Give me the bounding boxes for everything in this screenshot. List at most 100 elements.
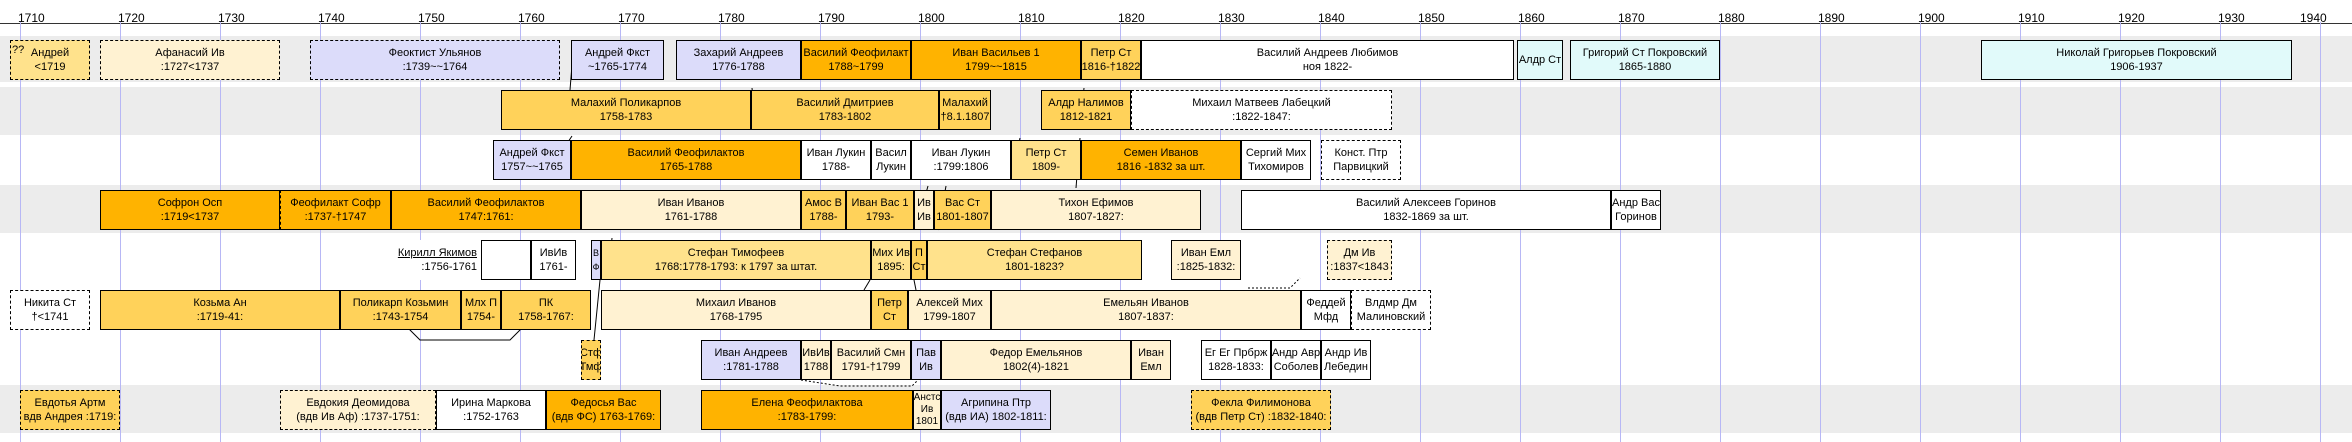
- person-dates: :1783-1799:: [777, 411, 837, 423]
- person-dates: ~1765-1774: [587, 61, 648, 73]
- person-box[interactable]: Иван Емл:1825-1832:: [1171, 240, 1241, 280]
- year-label: 1920: [2118, 11, 2145, 25]
- year-label: 1790: [818, 11, 845, 25]
- person-box[interactable]: Ирина Маркова:1752-1763: [436, 390, 546, 430]
- person-box[interactable]: Федосья Вас(вдв ФС) 1763-1769:: [546, 390, 661, 430]
- person-name: Емельян Иванов: [1103, 297, 1189, 309]
- person-box[interactable]: Елена Феофилактова :1783-1799:: [701, 390, 913, 430]
- person-dates: Мфд: [1313, 311, 1339, 323]
- person-box[interactable]: Дм Ив:1837<1843: [1327, 240, 1392, 280]
- person-box[interactable]: Феофилакт Софр:1737-†1747: [280, 190, 391, 230]
- year-label: 1900: [1918, 11, 1945, 25]
- person-box[interactable]: Михаил Матвеев Лабецкий:1822-1847:: [1131, 90, 1392, 130]
- person-name: Василий Алексеев Горинов: [1356, 197, 1496, 209]
- person-box[interactable]: Феоктист Ульянов:1739~~1764: [310, 40, 560, 80]
- year-gridline: [320, 22, 321, 442]
- person-box[interactable]: Василий Феофилакт 1788~1799: [801, 40, 911, 80]
- person-dates: 1754-: [466, 311, 496, 323]
- person-dates: 1828-1833:: [1208, 361, 1264, 373]
- person-name: Василий Феофилакт: [803, 47, 909, 59]
- person-box[interactable]: [481, 240, 531, 280]
- person-box[interactable]: Кирилл Якимов:1756-1761: [391, 240, 481, 280]
- year-gridline: [2120, 22, 2121, 442]
- person-box[interactable]: Агрипина Птр(вдв ИА) 1802-1811:: [941, 390, 1051, 430]
- person-dates: Тмф: [582, 361, 601, 373]
- person-box[interactable]: Иван Лукин:1799:1806: [911, 140, 1011, 180]
- person-dates: :1799:1806: [933, 161, 989, 173]
- person-box[interactable]: Алдр Ст: [1517, 40, 1563, 80]
- person-name: Конст. Птр: [1334, 147, 1388, 159]
- person-box[interactable]: Малахий†8.1.1807: [939, 90, 991, 130]
- person-dates: 1758-1783: [599, 111, 653, 123]
- person-name: Тихон Ефимов: [1058, 197, 1134, 209]
- person-box[interactable]: Андрей Фкст~1765-1774: [571, 40, 664, 80]
- person-dates: <1719: [34, 61, 66, 73]
- person-dates: 1788~1799: [828, 61, 884, 73]
- person-name: Андрей Фкст: [499, 147, 565, 159]
- person-box[interactable]: Софрон Осп:1719<1737: [100, 190, 280, 230]
- person-dates: :1743-1754: [372, 311, 429, 323]
- person-box[interactable]: Поликарп Козьмин:1743-1754: [340, 290, 461, 330]
- person-name: Елена Феофилактова: [751, 397, 863, 409]
- person-box[interactable]: Афанасий Ив:1727<1737: [100, 40, 280, 80]
- person-box[interactable]: СтфТмф: [581, 340, 601, 380]
- person-box[interactable]: Никита Ст†<1741: [10, 290, 90, 330]
- person-box[interactable]: Иван Андреев:1781-1788: [701, 340, 801, 380]
- person-box[interactable]: Козьма Ан:1719-41:: [100, 290, 340, 330]
- person-name: Николай Григорьев Покровский: [2056, 47, 2217, 59]
- person-box[interactable]: Фекла Филимонова(вдв Петр Ст) :1832-1840…: [1191, 390, 1331, 430]
- person-box[interactable]: Евдокия Деомидова(вдв Ив Аф) :1737-1751:: [280, 390, 436, 430]
- person-box[interactable]: Андрей<1719: [10, 40, 90, 80]
